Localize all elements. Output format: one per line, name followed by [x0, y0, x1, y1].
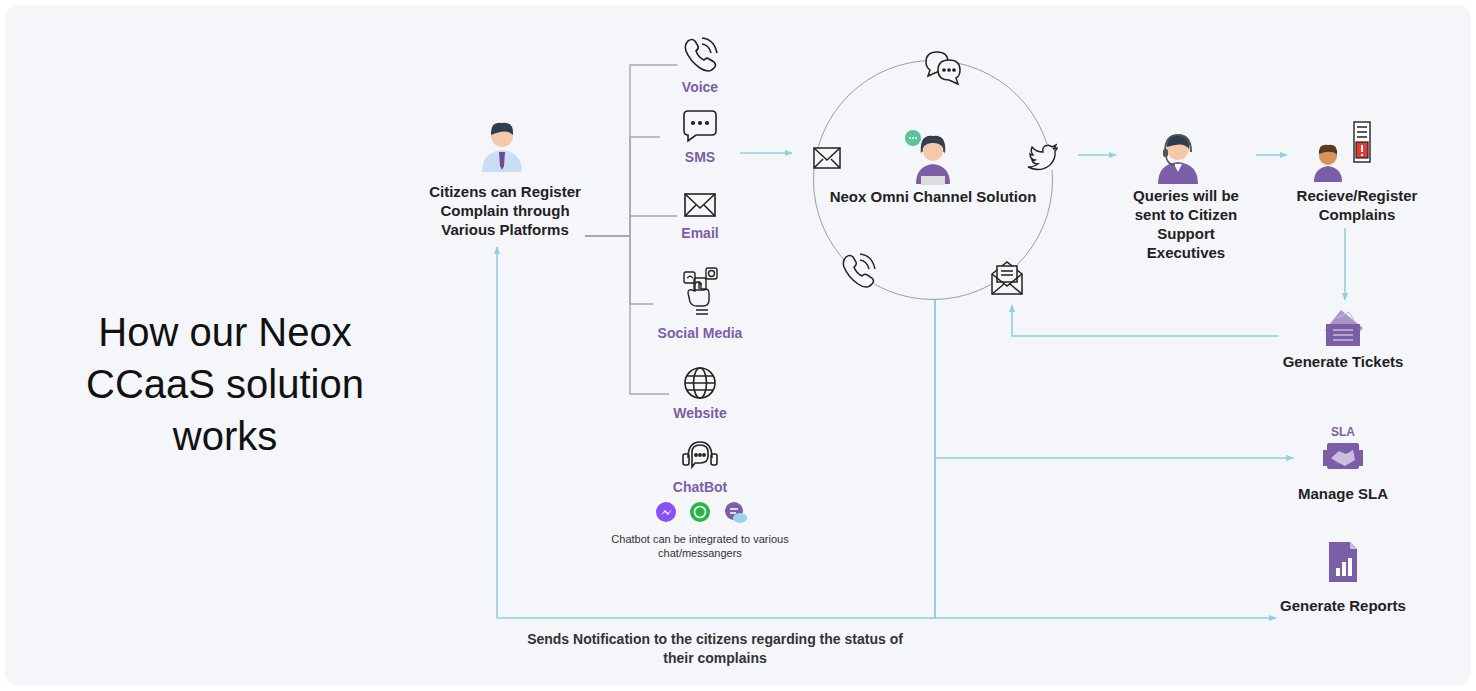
messenger-icons	[656, 502, 747, 523]
node-label: Manage SLA	[1298, 484, 1389, 503]
connector-arrow	[585, 216, 677, 236]
process-node: Queries will be sent to Citizen Support …	[1116, 120, 1256, 262]
channel-node: Voice	[678, 34, 723, 96]
node-label: Generate Reports	[1280, 596, 1406, 615]
channel-node: Email	[677, 190, 723, 242]
document-alert-icon	[1354, 122, 1370, 162]
open-envelope-icon	[992, 262, 1022, 294]
twitter-icon	[1028, 144, 1058, 170]
connector-arrow	[935, 300, 1276, 618]
edge-label: Sends Notification to the citizens regar…	[516, 630, 914, 668]
node-label: Queries will be sent to Citizen Support …	[1116, 186, 1256, 262]
channel-node: Social Media	[654, 266, 747, 342]
node-label: Citizens can Register Complain through V…	[425, 182, 585, 239]
channel-node: SMS	[660, 108, 740, 166]
connector-arrow	[1256, 154, 1287, 156]
citizen-icon	[482, 123, 522, 172]
globe-icon	[685, 368, 715, 398]
node-label: Social Media	[658, 324, 743, 342]
process-node: Generate Reports	[1276, 540, 1410, 615]
sms-icon	[684, 111, 716, 141]
node-label: Neox Omni Channel Solution	[814, 187, 1052, 206]
chatbot-node: ChatBotChatbot can be integrated to vari…	[580, 436, 820, 560]
chatbot-icon	[683, 442, 717, 467]
node-label: ChatBot	[580, 478, 820, 496]
node-label: Email	[681, 224, 719, 242]
node-label: Generate Tickets	[1283, 352, 1404, 371]
connector-arrow	[1344, 228, 1346, 300]
reports-icon	[1329, 542, 1357, 582]
diagram-title: How our Neox CCaaS solution works	[40, 306, 410, 462]
citizen-node: Citizens can Register Complain through V…	[425, 118, 585, 239]
process-node: Recieve/Register Complains	[1287, 115, 1427, 224]
connector-arrow	[935, 300, 1294, 458]
connector-arrow	[1012, 305, 1279, 336]
email-icon	[685, 194, 715, 216]
note-text: Chatbot can be integrated to various cha…	[580, 532, 820, 560]
connector-arrow	[1078, 154, 1116, 156]
node-label: SMS	[664, 148, 736, 166]
omni-channel-circle: Neox Omni Channel Solution	[813, 60, 1053, 300]
tickets-icon	[1325, 310, 1363, 346]
phone-icon	[843, 254, 875, 287]
chat-bubbles-icon	[926, 52, 960, 84]
channel-node: Website	[669, 366, 731, 422]
connector-arrow	[585, 236, 654, 304]
connector-arrow	[585, 65, 678, 236]
agent-icon	[905, 130, 950, 185]
sla-handshake-icon	[1323, 443, 1363, 469]
phone-icon	[685, 38, 717, 71]
sla-label: SLA	[1331, 425, 1355, 439]
node-label: Website	[673, 404, 727, 422]
connector-arrow	[585, 137, 660, 236]
connector-arrow	[585, 236, 669, 394]
register-icon	[1314, 145, 1342, 182]
node-label: Recieve/Register Complains	[1287, 186, 1427, 224]
support-executive-icon	[1158, 135, 1198, 184]
connector-arrow	[497, 247, 935, 618]
process-node: Generate Tickets	[1279, 300, 1408, 371]
connector-arrow	[740, 152, 792, 154]
process-node: Manage SLA	[1294, 440, 1393, 503]
node-label: Voice	[682, 78, 719, 96]
email-icon	[814, 148, 840, 168]
social-media-icon	[684, 268, 717, 314]
